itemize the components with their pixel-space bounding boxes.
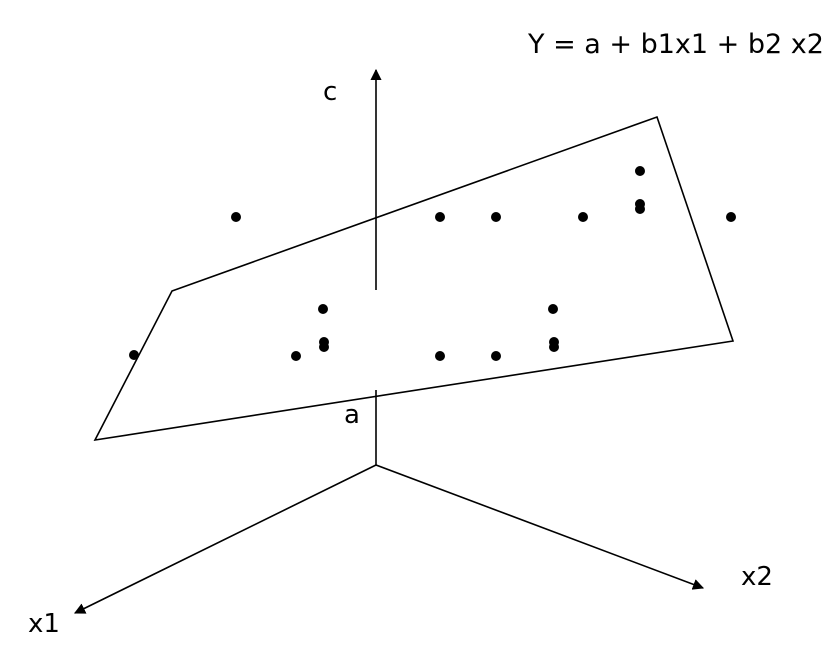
- data-point: [491, 351, 501, 361]
- data-point: [726, 212, 736, 222]
- data-point: [231, 212, 241, 222]
- data-point: [491, 212, 501, 222]
- data-point: [435, 351, 445, 361]
- equation-label: Y = a + b1x1 + b2 x2: [527, 29, 824, 60]
- x1-axis-label: x1: [28, 609, 60, 639]
- data-point: [129, 350, 139, 360]
- data-point: [291, 351, 301, 361]
- data-point: [548, 304, 558, 314]
- x1-axis: [73, 464, 377, 614]
- data-point: [549, 342, 559, 352]
- data-point: [435, 212, 445, 222]
- data-point: [578, 212, 588, 222]
- data-point: [318, 304, 328, 314]
- data-points: [129, 166, 736, 361]
- regression-plane: [93, 115, 735, 442]
- intercept-label: a: [344, 400, 360, 430]
- vertical-axis-label: c: [323, 77, 337, 107]
- x2-axis-label: x2: [741, 562, 773, 592]
- x2-axis: [375, 464, 705, 590]
- data-point: [319, 342, 329, 352]
- data-point: [635, 166, 645, 176]
- data-point: [635, 204, 645, 214]
